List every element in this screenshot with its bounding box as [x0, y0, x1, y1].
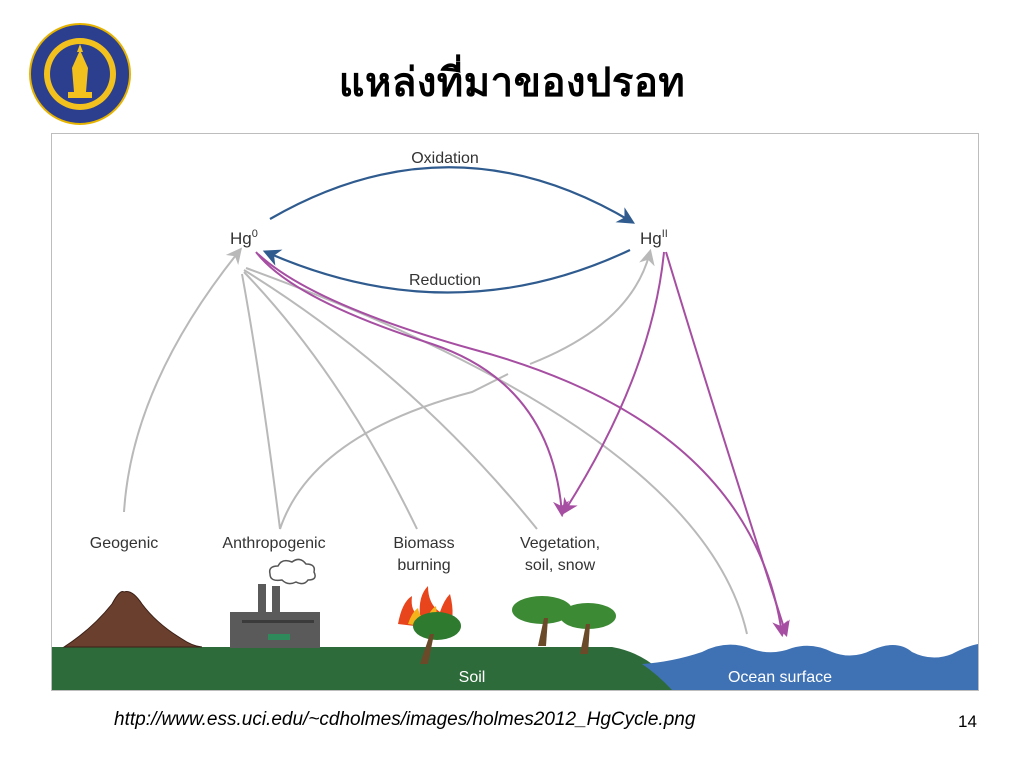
- hg0-to-ocean-deposition: [257, 253, 789, 638]
- burning-tree-icon: [413, 612, 461, 664]
- vegetation-trees-icon: [512, 596, 616, 654]
- source-url[interactable]: http://www.ess.uci.edu/~cdholmes/images/…: [114, 709, 696, 730]
- reduction-label: Reduction: [409, 272, 481, 289]
- hg0-to-vegetation-deposition: [255, 251, 569, 518]
- page-number: 14: [958, 712, 977, 731]
- hgii-to-vegetation-deposition: [562, 251, 665, 515]
- smoke-cloud-icon: [268, 558, 316, 585]
- oxidation-label: Oxidation: [411, 150, 479, 167]
- biomass-label-line2: burning: [397, 557, 450, 574]
- oxidation-arrow: [269, 166, 636, 224]
- hgii-superscript: II: [662, 228, 668, 240]
- university-logo: [29, 23, 131, 125]
- soil-ground: [52, 647, 677, 690]
- soil-label: Soil: [459, 669, 486, 686]
- anthropogenic-emission-arrow: [241, 273, 281, 530]
- hg0-label: Hg0: [230, 228, 258, 248]
- volcano-icon: [62, 591, 203, 648]
- vegetation-emission-arrow: [243, 269, 538, 530]
- anthropogenic-hgii-emission-arrow: [279, 373, 509, 530]
- ocean-emission-arrow: [245, 267, 748, 635]
- ocean-label: Ocean surface: [728, 669, 832, 686]
- geogenic-label: Geogenic: [90, 535, 159, 552]
- anthropogenic-hgii-emission-arrow-upper: [529, 248, 655, 365]
- factory-icon: [230, 584, 320, 648]
- slide-title: แหล่งที่มาของปรอท: [338, 60, 686, 106]
- mercury-cycle-diagram: Oxidation Reduction Hg0 HgII Geogenic An…: [52, 134, 978, 690]
- biomass-emission-arrow: [243, 271, 418, 530]
- vegetation-label-line2: soil, snow: [525, 557, 596, 574]
- anthropogenic-label: Anthropogenic: [222, 535, 325, 552]
- hgii-label: HgII: [640, 228, 668, 248]
- ocean-surface: [642, 644, 978, 690]
- vegetation-label-line1: Vegetation,: [520, 535, 600, 552]
- hgii-to-ocean-deposition: [665, 251, 790, 638]
- geogenic-emission-arrow: [123, 247, 243, 513]
- biomass-label-line1: Biomass: [393, 535, 454, 552]
- hg0-superscript: 0: [252, 228, 258, 240]
- reduction-arrow: [262, 249, 631, 294]
